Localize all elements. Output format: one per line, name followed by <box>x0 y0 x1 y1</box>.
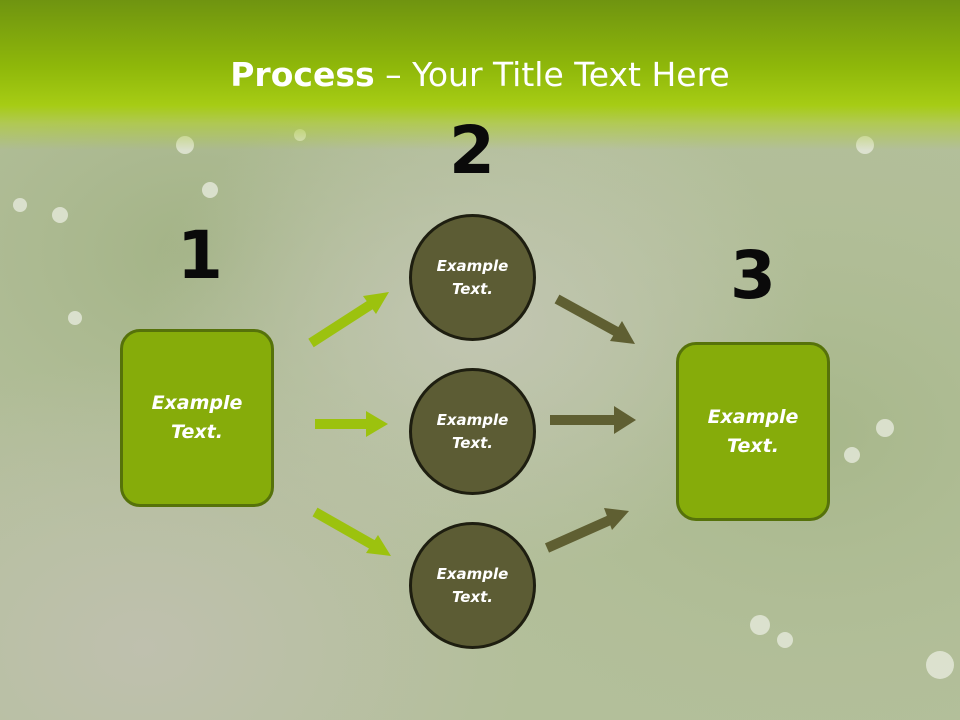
step-1-text-line1: Example <box>151 392 243 414</box>
circle-middle-text-line1: Example <box>436 410 509 429</box>
arrow-from-middle-circle <box>550 406 636 434</box>
circle-top-text-line2: Text. <box>451 279 493 298</box>
step-number-1: 1 <box>177 217 223 294</box>
circle-top: Example Text. <box>409 214 536 341</box>
circle-bottom-text-line2: Text. <box>451 587 493 606</box>
title-rest: – Your Title Text Here <box>374 55 730 94</box>
header-band <box>0 0 960 150</box>
step-3-text-line1: Example <box>707 405 799 428</box>
slide-title: Process – Your Title Text Here <box>0 52 960 98</box>
arrow-from-top-circle <box>554 294 635 344</box>
circle-bottom: Example Text. <box>409 522 536 649</box>
arrow-from-bottom-circle <box>544 508 629 553</box>
step-1-text-line2: Text. <box>171 421 223 443</box>
step-3-text-line2: Text. <box>727 434 779 457</box>
circle-middle-text-line2: Text. <box>451 433 493 452</box>
step-1-box: Example Text. <box>120 329 274 507</box>
arrow-to-middle-circle <box>315 411 388 437</box>
circle-middle: Example Text. <box>409 368 536 495</box>
step-number-2: 2 <box>449 112 495 189</box>
arrow-to-bottom-circle <box>312 507 391 556</box>
title-bold: Process <box>230 55 375 94</box>
step-3-box: Example Text. <box>676 342 830 521</box>
circle-top-text-line1: Example <box>436 256 509 275</box>
circle-bottom-text-line1: Example <box>436 564 509 583</box>
arrow-to-top-circle <box>308 292 389 348</box>
step-number-3: 3 <box>730 237 776 314</box>
